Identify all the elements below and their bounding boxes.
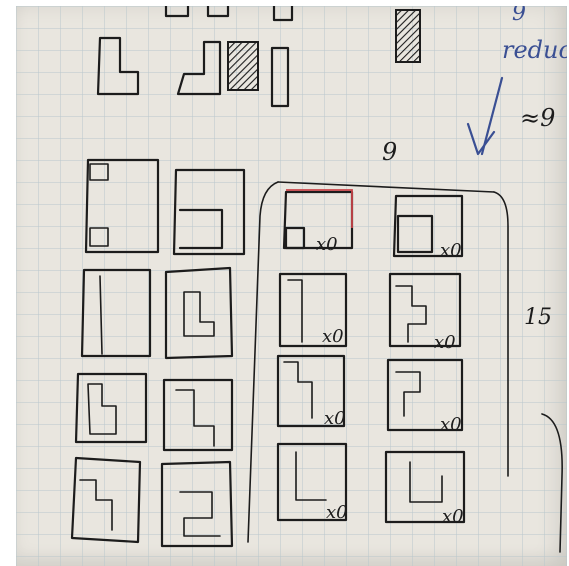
notebook-page-sketch: 9 reduc ≈9 9 15 x0: [16, 6, 567, 566]
svg-text:x0: x0: [442, 506, 464, 527]
svg-text:x0: x0: [326, 502, 348, 523]
svg-text:x0: x0: [324, 408, 346, 429]
svg-text:x0: x0: [434, 332, 456, 353]
svg-text:x0: x0: [322, 326, 344, 347]
side-count-label: 15: [524, 305, 552, 330]
svg-text:x0: x0: [440, 240, 462, 261]
svg-text:x0: x0: [316, 234, 338, 255]
top-note-partial: 9: [512, 6, 526, 26]
notebook-photo: 9 reduc ≈9 9 15 x0: [16, 6, 567, 566]
top-note-reduc: reduc: [502, 36, 567, 64]
column-count-label: 9: [382, 138, 397, 166]
svg-text:x0: x0: [440, 414, 462, 435]
approx-note: ≈9: [520, 104, 555, 132]
